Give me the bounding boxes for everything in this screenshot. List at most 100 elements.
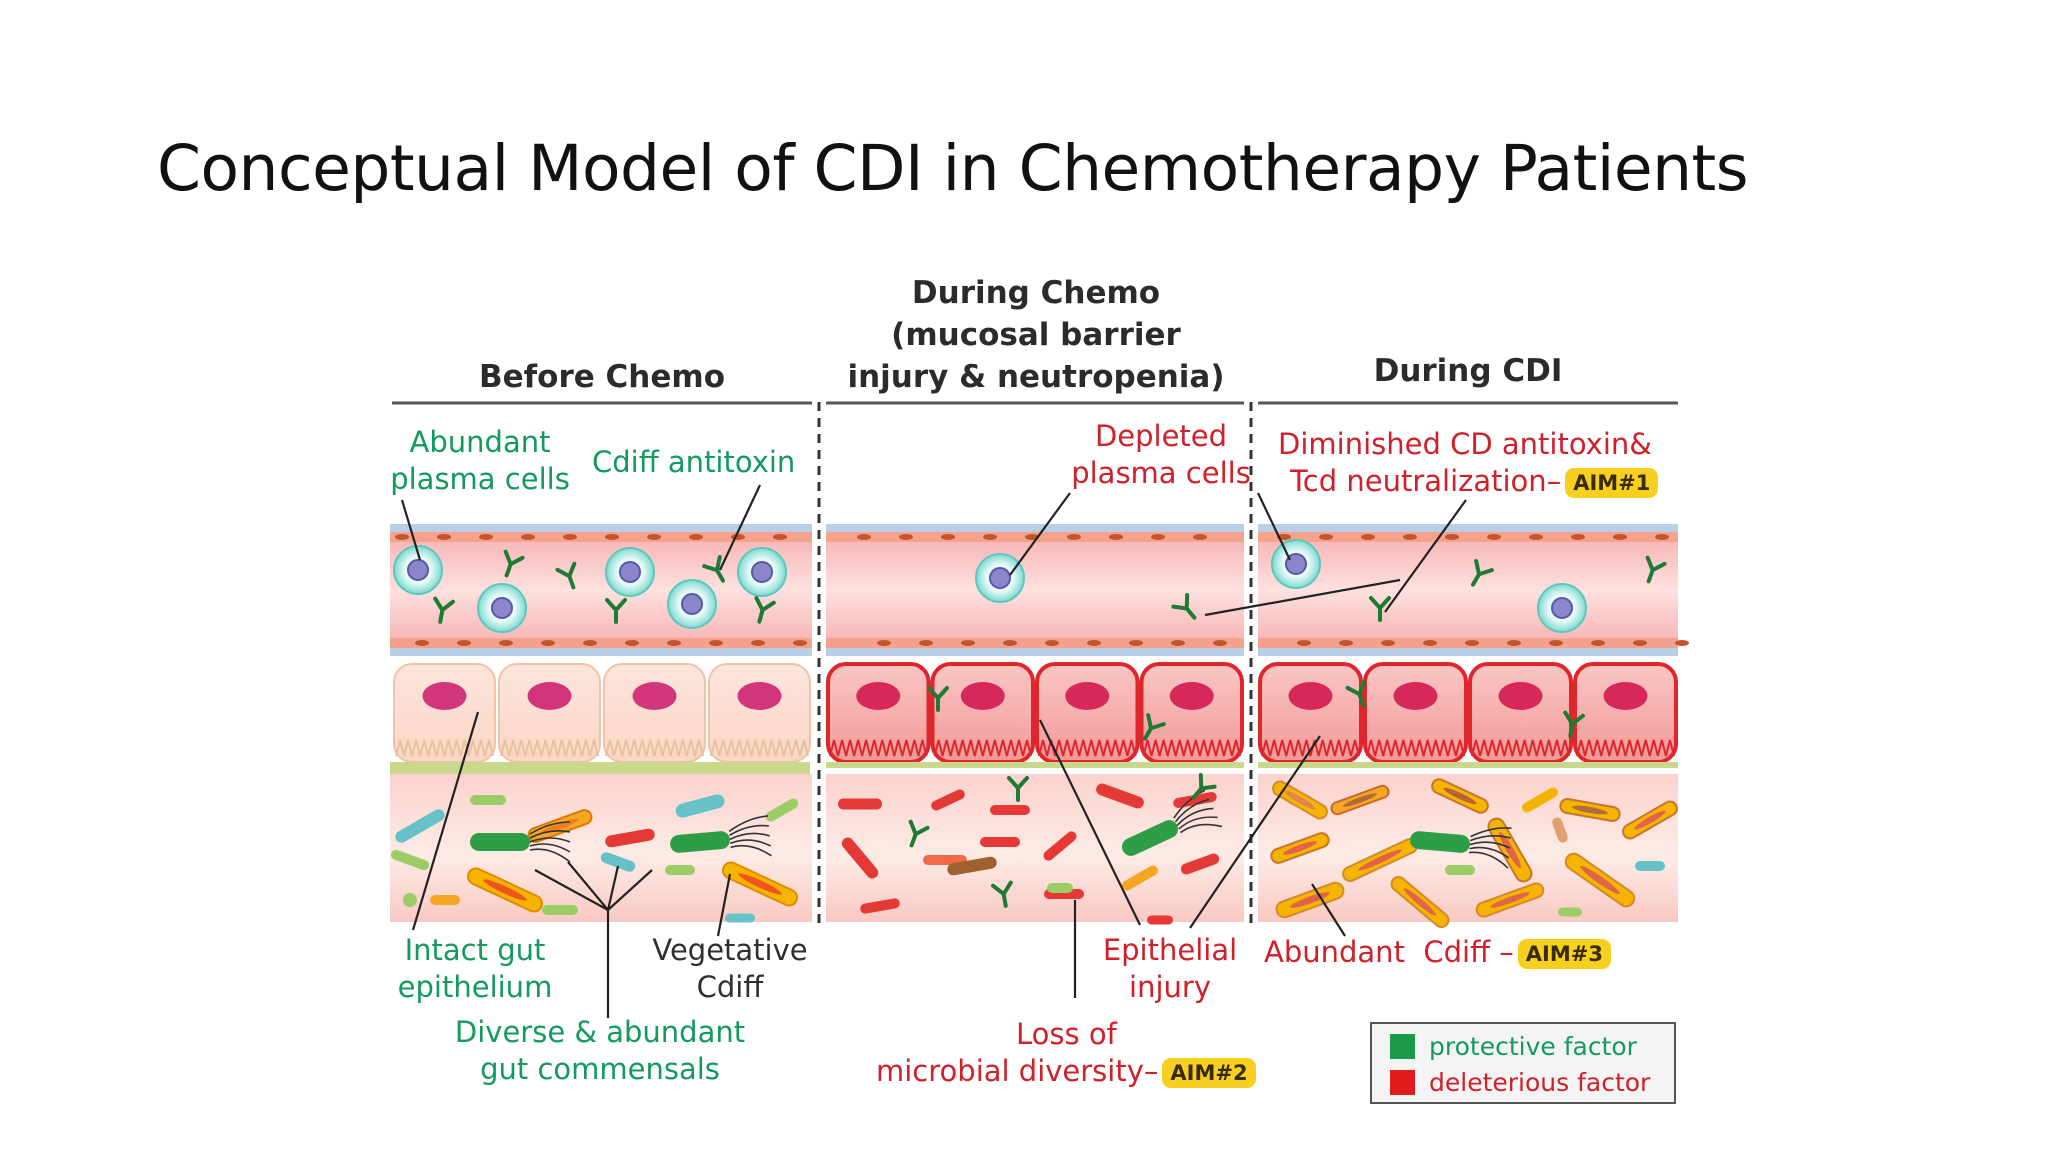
antibody <box>555 561 577 590</box>
flagellum <box>1176 807 1214 826</box>
bacterium-core <box>738 873 782 895</box>
endothelial-nucleus <box>457 640 471 646</box>
endothelial-nucleus <box>731 534 745 540</box>
legend-swatch-deleterious <box>1390 1070 1415 1095</box>
label-line: Epithelial <box>1102 933 1238 967</box>
endothelial-nucleus <box>1361 534 1375 540</box>
plasma-nucleus <box>407 559 429 581</box>
cell-nucleus <box>1288 682 1333 710</box>
bacterium-core <box>1283 841 1317 855</box>
flagellum <box>1470 827 1512 838</box>
endothelial-nucleus <box>961 640 975 646</box>
microvilli <box>1261 739 1360 757</box>
epithelial-cell <box>708 663 811 763</box>
bacterium <box>1559 798 1621 822</box>
plasma-cell <box>393 545 443 595</box>
label-text: Abundant Cdiff <box>1264 935 1491 969</box>
endothelial-nucleus <box>563 534 577 540</box>
vegetative-cdiff <box>1410 827 1512 869</box>
label-line: Vegetative <box>652 933 808 967</box>
endothelial-nucleus <box>1045 640 1059 646</box>
bacterium <box>675 794 725 818</box>
endothelial-nucleus <box>1423 640 1437 646</box>
label-line: microbial diversity–AIM#2 <box>876 1053 1256 1090</box>
antibodies <box>433 549 1667 908</box>
bacterium-core <box>1499 831 1521 869</box>
bacterium <box>1180 853 1220 875</box>
bacterium-core <box>1580 865 1620 895</box>
label-line: Loss of <box>1016 1017 1117 1051</box>
endothelial-nucleus <box>541 640 555 646</box>
bacterium <box>395 809 445 843</box>
bacterium <box>841 837 879 879</box>
endothelial-nucleus <box>1213 640 1227 646</box>
endothelial-nucleus <box>647 534 661 540</box>
label-line: Tcd neutralization–AIM#1 <box>1278 463 1659 500</box>
aim3-badge: AIM#3 <box>1517 939 1611 969</box>
label-text: Tcd neutralization <box>1290 464 1547 498</box>
label-loss-microbial-diversity: Loss of microbial diversity–AIM#2 <box>876 1016 1256 1090</box>
antibody <box>1369 596 1391 622</box>
endothelial-nucleus <box>689 534 703 540</box>
endothelial-nucleus <box>605 534 619 540</box>
microvilli <box>395 739 494 757</box>
bacterium <box>1096 783 1144 809</box>
microvilli <box>500 739 599 757</box>
endothelial-nucleus <box>1445 534 1459 540</box>
flagellum <box>1173 789 1206 819</box>
flagellum <box>1178 816 1218 830</box>
label-text: microbial diversity <box>876 1054 1144 1088</box>
endothelial-nucleus <box>709 640 723 646</box>
cell-nucleus <box>1603 682 1648 710</box>
legend-label: deleterious factor <box>1429 1068 1651 1097</box>
endothelial-nucleus <box>479 534 493 540</box>
bacterium <box>838 798 882 810</box>
cell-nucleus <box>856 682 901 710</box>
endothelial-nucleus <box>667 640 681 646</box>
cell-nucleus <box>422 682 467 710</box>
microvilli <box>1576 739 1675 757</box>
flagellum <box>1469 835 1511 842</box>
endothelial-nucleus <box>1067 534 1081 540</box>
bacterium <box>923 855 967 865</box>
legend: protective factor deleterious factor <box>1370 1022 1676 1104</box>
endothelial-nucleus <box>1529 534 1543 540</box>
label-intact-gut-epithelium: Intact gut epithelium <box>385 932 565 1006</box>
epithelium <box>390 662 1678 774</box>
bacterium <box>390 849 430 871</box>
plasma-cell <box>667 579 717 629</box>
header-during-cdi: During CDI <box>1373 353 1563 389</box>
label-epithelial-injury: Epithelial injury <box>1085 932 1255 1006</box>
bacterium-core <box>1572 805 1608 815</box>
leader-lines <box>400 484 1467 1018</box>
bacterium-core <box>1403 888 1437 916</box>
plasma-nucleus <box>619 561 641 583</box>
label-line: Cdiff <box>696 970 764 1004</box>
endothelial-nucleus <box>941 534 955 540</box>
antibody <box>927 686 949 712</box>
bacterium <box>1270 832 1330 864</box>
label-line: Abundant <box>409 425 551 459</box>
bacterium <box>1622 800 1678 840</box>
header-line: During Chemo <box>911 275 1161 311</box>
cell-nucleus <box>632 682 677 710</box>
microvilli <box>1471 739 1570 757</box>
cell-nucleus <box>1498 682 1543 710</box>
bacterium <box>980 837 1020 847</box>
endothelial-nucleus <box>1675 640 1689 646</box>
aim1-badge: AIM#1 <box>1565 468 1659 498</box>
label-line: Diminished CD antitoxin& <box>1278 427 1652 461</box>
flagellum <box>529 848 571 863</box>
flagellum <box>1180 823 1223 834</box>
antibody <box>1645 555 1667 584</box>
label-depleted-plasma-cells: Depleted plasma cells <box>1066 418 1256 492</box>
microvilli <box>1366 739 1465 757</box>
cell-nucleus <box>1393 682 1438 710</box>
flagellum <box>1469 841 1511 849</box>
antibody <box>991 880 1013 908</box>
bacterium <box>1431 778 1489 814</box>
header-line: (mucosal barrier <box>891 317 1181 353</box>
endothelial-nucleus <box>983 534 997 540</box>
endothelial-nucleus <box>583 640 597 646</box>
